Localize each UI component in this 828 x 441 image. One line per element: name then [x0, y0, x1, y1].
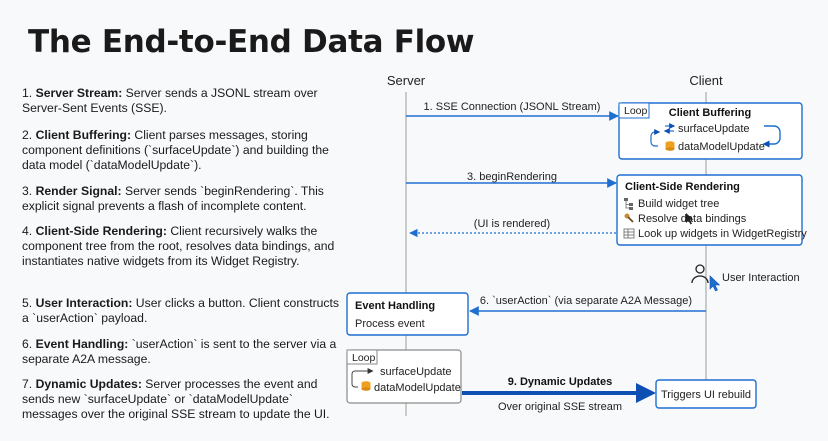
- loop-tag: [618, 102, 650, 119]
- msg-sse-connection: 1. SSE Connection (JSONL Stream): [424, 101, 601, 113]
- ui-rendered-label: (UI is rendered): [474, 218, 550, 230]
- surface-update-label: surfaceUpdate: [380, 366, 452, 378]
- step-item: 3. Render Signal: Server sends `beginRen…: [22, 184, 340, 214]
- step-number: 4.: [22, 224, 33, 238]
- loop-tag-label: Loop: [624, 105, 648, 117]
- data-model-update-label: dataModelUpdate: [678, 141, 765, 153]
- client-buffering-title: Client Buffering: [669, 107, 752, 119]
- data-model-update-label: dataModelUpdate: [374, 382, 461, 394]
- render-item-lookup-widgets: Look up widgets in WidgetRegistry: [638, 228, 807, 240]
- render-item-build-tree: Build widget tree: [638, 198, 719, 210]
- client-buffering-box: [618, 102, 803, 160]
- step-number: 2.: [22, 128, 33, 142]
- step-body: Server sends a JSONL stream over Server-…: [22, 86, 318, 115]
- msg-user-action: 6. `userAction` (via separate A2A Messag…: [480, 295, 692, 307]
- step-body: User clicks a button. Client constructs …: [22, 296, 340, 325]
- msg-dynamic-updates: 9. Dynamic Updates: [508, 376, 613, 388]
- step-item: 2. Client Buffering: Client parses messa…: [22, 128, 340, 173]
- loop-arrow: [762, 125, 781, 148]
- user-icon: [691, 264, 709, 284]
- msg-dynamic-updates-sub: Over original SSE stream: [498, 401, 622, 413]
- step-item: 4. Client-Side Rendering: Client recursi…: [22, 224, 340, 269]
- event-handling-box: [346, 292, 469, 336]
- step-heading: Server Stream:: [35, 86, 123, 100]
- loop-tag-label: Loop: [352, 352, 376, 364]
- step-number: 1.: [22, 86, 33, 100]
- binding-icon: [624, 213, 634, 223]
- step-body: Client parses messages, storing componen…: [22, 128, 329, 172]
- step-heading: User Interaction:: [35, 296, 133, 310]
- cycle-icon: [663, 123, 676, 134]
- step-heading: Event Handling:: [35, 337, 129, 351]
- cursor-icon: [686, 213, 694, 225]
- loop-arrow-left: [650, 129, 661, 147]
- step-item: 6. Event Handling: `userAction` is sent …: [22, 337, 340, 367]
- event-handling-title: Event Handling: [355, 300, 435, 312]
- tree-icon: [624, 198, 633, 210]
- triggers-ui-rebuild-box: [655, 379, 757, 409]
- click-cursor-icon: [709, 275, 721, 292]
- database-icon: [665, 141, 675, 151]
- step-body: `userAction` is sent to the server via a…: [22, 337, 337, 366]
- surface-update-label: surfaceUpdate: [678, 123, 750, 135]
- msg-begin-rendering: 3. beginRendering: [467, 171, 557, 183]
- loop-tag: [346, 349, 378, 365]
- step-heading: Client-Side Rendering:: [35, 224, 167, 238]
- user-interaction-label: User Interaction: [722, 272, 800, 284]
- loop-arrow: [351, 368, 374, 388]
- server-label: Server: [387, 73, 426, 88]
- registry-icon: [623, 228, 635, 239]
- step-body: Server processes the event and sends new…: [22, 377, 330, 421]
- step-item: 7. Dynamic Updates: Server processes the…: [22, 377, 340, 422]
- step-number: 6.: [22, 337, 33, 351]
- step-number: 7.: [22, 377, 33, 391]
- client-rendering-title: Client-Side Rendering: [625, 181, 740, 193]
- client-rendering-box: [616, 174, 803, 246]
- step-number: 3.: [22, 184, 33, 198]
- step-heading: Dynamic Updates:: [35, 377, 142, 391]
- step-number: 5.: [22, 296, 33, 310]
- step-body: Server sends `beginRendering`. This expl…: [22, 184, 324, 213]
- step-item: 1. Server Stream: Server sends a JSONL s…: [22, 86, 340, 116]
- client-label: Client: [689, 73, 723, 88]
- page-title: The End-to-End Data Flow: [28, 24, 475, 60]
- step-body: Client recursively walks the component t…: [22, 224, 335, 268]
- step-heading: Render Signal:: [35, 184, 122, 198]
- step-heading: Client Buffering:: [35, 128, 132, 142]
- event-handling-body: Process event: [355, 318, 425, 330]
- triggers-ui-rebuild-label: Triggers UI rebuild: [661, 389, 751, 401]
- step-item: 5. User Interaction: User clicks a butto…: [22, 296, 340, 326]
- database-icon: [361, 381, 371, 391]
